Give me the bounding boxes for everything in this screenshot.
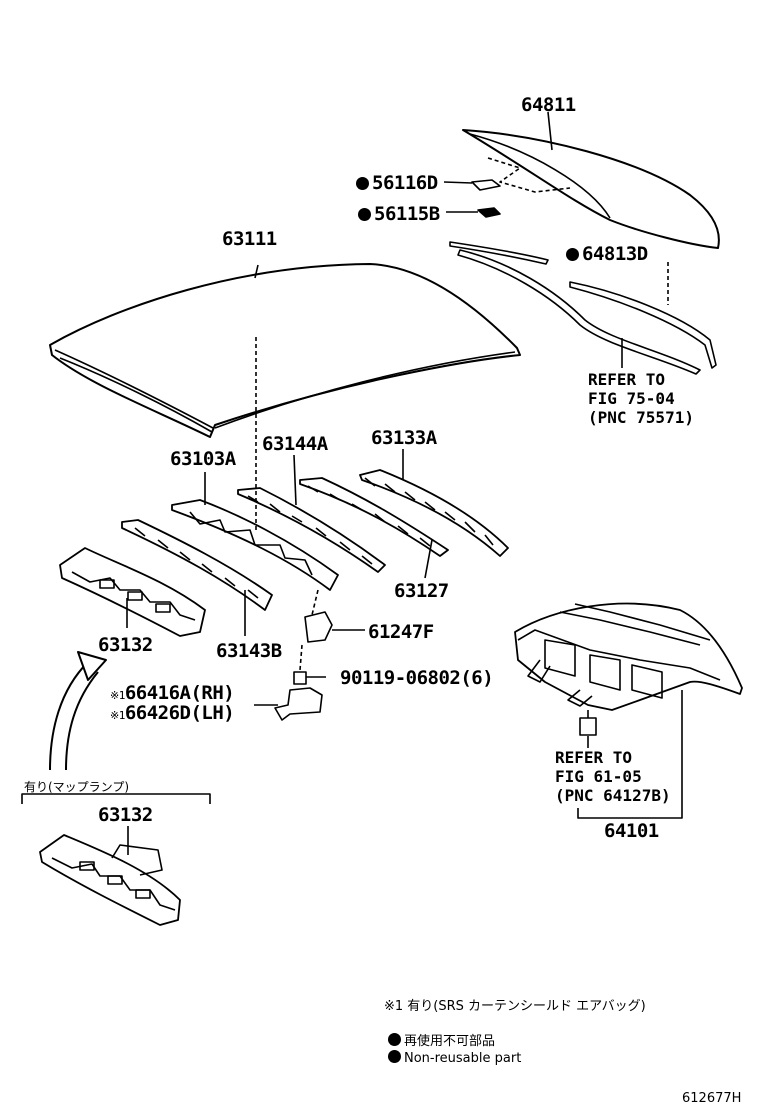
label-63132-map-lamp: 63132	[98, 804, 153, 826]
refer-to-75-04: REFER TO FIG 75-04 (PNC 75571)	[588, 370, 694, 427]
arrow-curve	[49, 661, 89, 771]
non-reusable-en-text: Non-reusable part	[404, 1051, 522, 1066]
refer-line3: (PNC 64127B)	[555, 786, 671, 805]
mark-1b: ※1	[110, 709, 125, 722]
refer-line1: REFER TO	[555, 748, 633, 767]
srs-airbag-note: ※1 有り(SRS カーテンシールド エアバッグ)	[384, 999, 646, 1014]
clip-61247f	[304, 611, 333, 643]
leader-63111	[254, 264, 259, 279]
refer-line1: REFER TO	[588, 370, 666, 389]
bracket-66416a	[274, 687, 323, 721]
label-56116d: 56116D	[356, 172, 438, 194]
label-64101: 64101	[604, 820, 659, 842]
refer-to-61-05: REFER TO FIG 61-05 (PNC 64127B)	[555, 748, 671, 805]
dashed-line-bolt	[299, 644, 303, 671]
label-64813d: 64813D	[566, 243, 648, 265]
figure-id: 612677H	[682, 1091, 742, 1106]
non-reusable-dot-icon	[566, 248, 579, 261]
refer-line2: FIG 61-05	[555, 767, 642, 786]
molding-side	[457, 249, 701, 375]
label-66416a: ※166416A(RH)	[110, 682, 235, 704]
label-56115b-text: 56115B	[374, 203, 440, 225]
mark-1: ※1	[110, 689, 125, 702]
label-64811: 64811	[521, 94, 576, 116]
non-reusable-dot-icon	[358, 208, 371, 221]
dashed-line-clip	[311, 589, 319, 616]
roof-bows	[59, 469, 509, 637]
leader-63127	[424, 539, 433, 579]
label-90119: 90119-06802(6)	[340, 667, 494, 689]
non-reusable-dot-icon	[356, 177, 369, 190]
label-66426d: ※166426D(LH)	[110, 702, 235, 724]
label-63127: 63127	[394, 580, 449, 602]
label-66426d-text: 66426D(LH)	[124, 702, 235, 724]
label-63144a: 63144A	[262, 433, 328, 455]
leader-64101	[577, 690, 683, 819]
label-63103a: 63103A	[170, 448, 236, 470]
refer-line3: (PNC 75571)	[588, 408, 694, 427]
label-63133a: 63133A	[371, 427, 437, 449]
label-56115b: 56115B	[358, 203, 440, 225]
map-lamp-bracket	[21, 793, 211, 804]
leader-56116d	[443, 181, 473, 184]
back-glass	[462, 129, 720, 249]
label-63132: 63132	[98, 634, 153, 656]
label-63111: 63111	[222, 228, 277, 250]
arrow-head	[77, 651, 107, 681]
clip-56115b	[477, 207, 501, 218]
dashed-line-glass	[487, 157, 571, 193]
label-66416a-text: 66416A(RH)	[124, 682, 235, 704]
rear-roof-assembly	[514, 602, 743, 736]
non-reusable-dot-icon	[388, 1033, 401, 1046]
non-reusable-en: Non-reusable part	[388, 1050, 521, 1066]
roof-bow-map-lamp	[39, 834, 181, 926]
molding-64813d	[569, 281, 717, 369]
map-lamp-note: 有り(マップランプ)	[24, 780, 130, 794]
molding-upper	[449, 241, 549, 265]
non-reusable-jp-text: 再使用不可部品	[404, 1034, 496, 1049]
label-56116d-text: 56116D	[372, 172, 438, 194]
leader-64811	[547, 111, 553, 151]
label-63143b: 63143B	[216, 640, 282, 662]
non-reusable-dot-icon	[388, 1050, 401, 1063]
roof-panel	[49, 263, 521, 438]
label-64813d-text: 64813D	[582, 243, 648, 265]
label-61247f: 61247F	[368, 621, 434, 643]
clip-56116d	[471, 179, 501, 191]
non-reusable-jp: 再使用不可部品	[388, 1030, 495, 1049]
refer-line2: FIG 75-04	[588, 389, 675, 408]
leader-63144a	[293, 454, 297, 506]
bolt-90119	[293, 671, 307, 685]
